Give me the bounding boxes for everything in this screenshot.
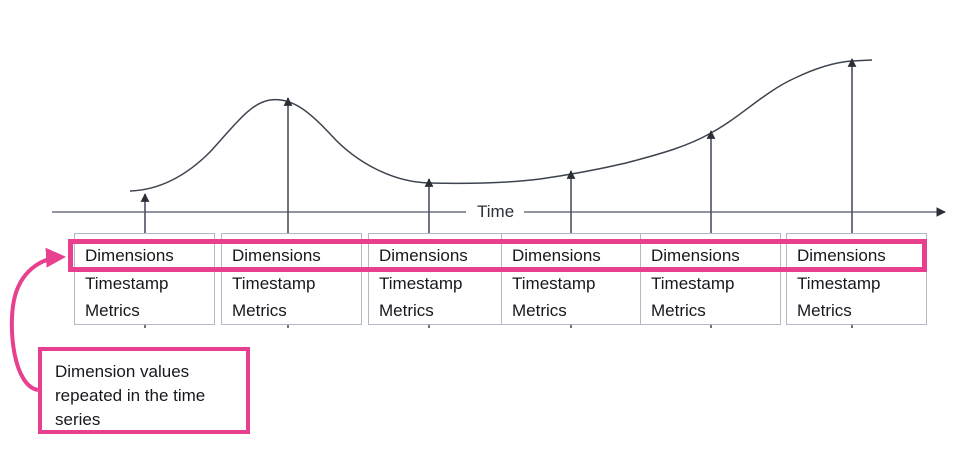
record-box[interactable]: Dimensions Timestamp Metrics (221, 233, 362, 325)
record-timestamp-label: Timestamp (512, 274, 596, 293)
record-metrics-label: Metrics (512, 301, 567, 320)
record-timestamp-label: Timestamp (85, 274, 169, 293)
record-dimensions-label: Dimensions (379, 246, 468, 265)
record-timestamp-label: Timestamp (651, 274, 735, 293)
record-dimensions-label: Dimensions (85, 246, 174, 265)
record-box[interactable]: Dimensions Timestamp Metrics (368, 233, 509, 325)
record-metrics-label: Metrics (85, 301, 140, 320)
record-metrics-label: Metrics (651, 301, 706, 320)
callout-text: Dimension values repeated in the time se… (55, 362, 206, 429)
callout-connector-arrow (9, 247, 66, 392)
record-dimensions-label: Dimensions (797, 246, 886, 265)
time-series-curve (129, 59, 873, 192)
record-box[interactable]: Dimensions Timestamp Metrics (74, 233, 215, 325)
record-dimensions-label: Dimensions (651, 246, 740, 265)
record-timestamp-label: Timestamp (379, 274, 463, 293)
record-dimensions-label: Dimensions (232, 246, 321, 265)
record-metrics-label: Metrics (232, 301, 287, 320)
callout-box: Dimension values repeated in the time se… (38, 347, 250, 434)
record-metrics-label: Metrics (379, 301, 434, 320)
record-timestamp-label: Timestamp (797, 274, 881, 293)
record-dimensions-label: Dimensions (512, 246, 601, 265)
record-box[interactable]: Dimensions Timestamp Metrics (786, 233, 927, 325)
record-metrics-label: Metrics (797, 301, 852, 320)
record-box[interactable]: Dimensions Timestamp Metrics (501, 233, 642, 325)
record-box[interactable]: Dimensions Timestamp Metrics (640, 233, 781, 325)
record-timestamp-label: Timestamp (232, 274, 316, 293)
time-axis-label: Time (470, 202, 522, 221)
